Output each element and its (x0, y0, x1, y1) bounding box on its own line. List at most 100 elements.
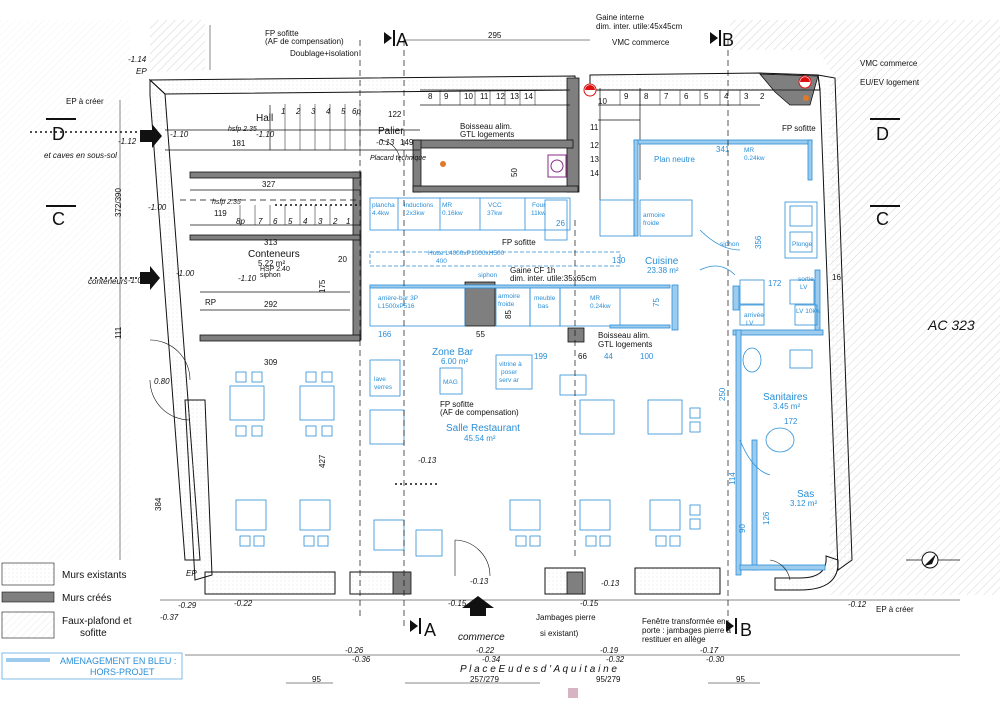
dim-181: 181 (232, 139, 246, 148)
lvl-m112: -1.12 (118, 137, 137, 146)
eq-mr-right: MR (744, 147, 754, 154)
note-gaine-cf: Gaine CF 1h (510, 266, 555, 275)
section-c-left: C (52, 209, 65, 229)
note-hsp2: hsfp 2.35 (212, 199, 241, 206)
section-b-top: B (722, 30, 734, 50)
eq-vitrine2: poser (501, 369, 518, 376)
legend-blue-label: AMENAGEMENT EN BLEU : (60, 656, 176, 666)
eq-four: Four (532, 202, 546, 209)
lvl-m015b: -0.15 (580, 599, 599, 608)
room-sanitaires: Sanitaires (763, 392, 807, 403)
lvl-m034: -0.34 (482, 655, 501, 664)
sanitaires-area: 3.45 m² (773, 402, 800, 411)
stair-n: 5 (288, 217, 293, 226)
dim-384: 384 (154, 497, 163, 511)
dim-26: 26 (556, 219, 565, 228)
legend-ceiling-label: Faux-plafond et (62, 616, 132, 627)
note-hsp3: HSP 2.40 (260, 266, 290, 273)
lvl-ep-bottom: EP (186, 569, 197, 578)
dim-199: 199 (534, 352, 548, 361)
eq-arrivee-lv: arrivée (744, 312, 764, 319)
stair-n: 6p (352, 107, 361, 116)
stair-n: 10 (464, 92, 473, 101)
dim-327: 327 (262, 180, 276, 189)
legend-blue-label2: HORS-PROJET (90, 667, 155, 677)
door-arcs (149, 139, 791, 581)
cuisine-area: 23.38 m² (647, 266, 679, 275)
stair-n: 14 (590, 169, 599, 178)
dim-85: 85 (504, 310, 513, 319)
stair-n: 6 (684, 92, 689, 101)
entry-arrows (140, 124, 494, 616)
note-jambages2: si existant) (540, 629, 579, 638)
lvl-m022a: -0.22 (234, 599, 253, 608)
stair-n: 12 (496, 92, 505, 101)
stair-n: 8p (236, 217, 245, 226)
stair-n: 3 (311, 107, 316, 116)
note-vmc: VMC commerce (612, 38, 670, 47)
note-boisseau-mid: Boisseau alim. (598, 331, 650, 340)
vmc-symbols (440, 75, 812, 178)
stair-n: 9 (624, 92, 629, 101)
note-fp-sofitte-top: FP sofitte (265, 29, 299, 38)
legend-blue-swatch (6, 658, 50, 662)
room-placard: Placard technique (370, 155, 426, 162)
section-a-top: A (396, 30, 408, 50)
stair-n: 4 (724, 92, 729, 101)
note-rp: RP (205, 298, 216, 307)
stair-n: 1 (346, 217, 350, 226)
section-a-bottom: A (424, 620, 436, 640)
dim-100: 100 (640, 352, 654, 361)
note-fp-af: (AF de compensation) (265, 37, 344, 46)
lvl-m017: -0.17 (700, 646, 719, 655)
stair-n: 4 (303, 217, 308, 226)
legend: Murs existants Murs créés Faux-plafond e… (1, 562, 183, 680)
structure-lines (165, 88, 818, 311)
stair-n: 9 (444, 92, 449, 101)
stair-n: 7 (258, 217, 263, 226)
eq-lave2: verres (374, 384, 393, 391)
stair-n: 10 (598, 97, 607, 106)
blue-layout (229, 139, 826, 576)
section-b-bottom: B (740, 620, 752, 640)
note-gtl-mid: GTL logements (598, 340, 652, 349)
eq-four-kw: 11kw (531, 210, 546, 217)
note-fp-mid: FP sofitte (502, 238, 536, 247)
note-fp-af-low: (AF de compensation) (440, 408, 519, 417)
note-hsp1: hsfp 2.35 (228, 126, 257, 133)
dim-166: 166 (378, 330, 392, 339)
note-siphon-left: siphon (260, 272, 281, 279)
stair-n: 11 (590, 123, 599, 132)
lvl-m036: -0.36 (352, 655, 371, 664)
level-labels: -1.14 EP -1.12 -1.10 -1.10 -1.00 -1.00 -… (118, 55, 867, 664)
dim-295: 295 (488, 31, 502, 40)
eq-armoire-r2: froide (643, 220, 660, 227)
note-siphon-center: siphon (478, 272, 498, 279)
note-doublage: Doublage+isolation (290, 49, 358, 58)
section-c-right: C (876, 209, 889, 229)
section-d-right: D (876, 124, 889, 144)
lvl-m100b: -1.00 (176, 269, 195, 278)
eq-mr-right-kw: 0.24kw (744, 155, 765, 162)
eq-vitrine3: serv ar (499, 377, 520, 384)
dim-257: 257/279 (470, 675, 499, 684)
eq-hotte: Hotte L4000xP1000xH500 (428, 250, 505, 257)
eq-vitrine: vitrine à (499, 361, 522, 368)
dim-172: 172 (768, 279, 782, 288)
lvl-m029: -0.29 (178, 601, 197, 610)
dim-172b: 172 (784, 417, 798, 426)
lvl-m022b: -0.22 (476, 646, 495, 655)
dim-130: 130 (612, 256, 626, 265)
stair-n: 2 (760, 92, 765, 101)
stair-n: 6 (273, 217, 278, 226)
eq-plancha-kw: 4.4kw (372, 210, 389, 217)
eq-sortie-lv: sortie (798, 276, 814, 283)
eq-lave: lave (374, 376, 386, 383)
legend-created-label: Murs créés (62, 593, 111, 604)
lvl-m114: -1.14 (128, 55, 147, 64)
note-siphon-right: siphon (720, 241, 740, 248)
eq-armoire-bar: armoire (498, 293, 520, 300)
room-sas: Sas (797, 489, 814, 500)
legend-ceiling-swatch (1, 611, 55, 639)
zone-bar-area: 6.00 m² (441, 357, 468, 366)
